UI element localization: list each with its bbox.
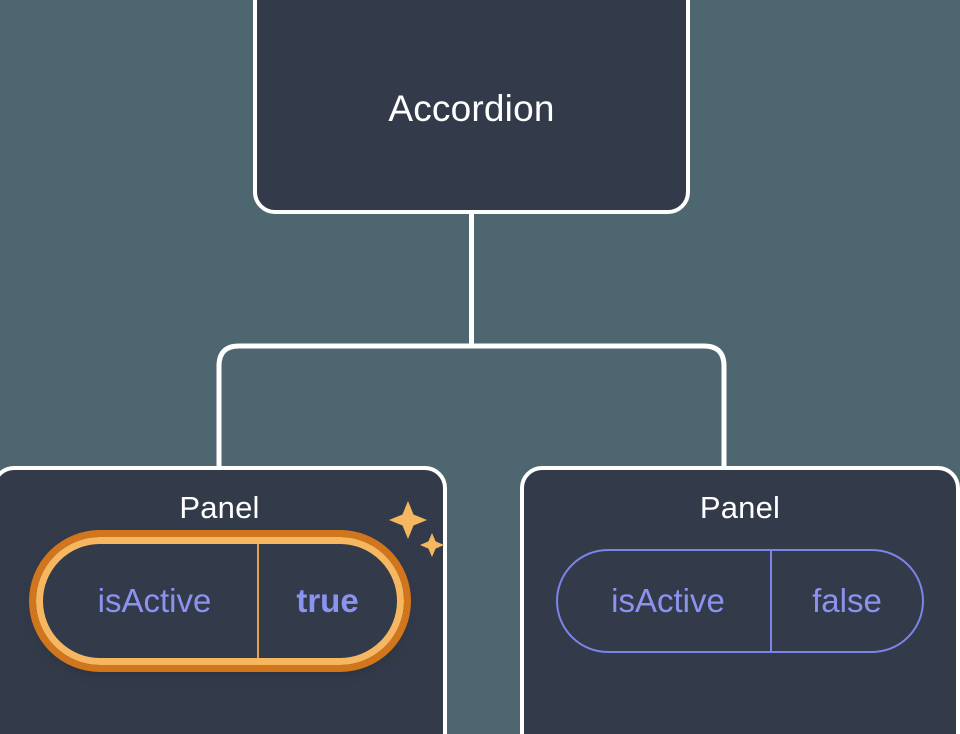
node-panel-left[interactable]: Panel isActive true: [0, 466, 447, 734]
prop-key-label: isActive: [97, 582, 212, 619]
prop-value-label: false: [770, 551, 922, 651]
prop-value-label: true: [256, 544, 397, 658]
node-panel-left-title: Panel: [179, 490, 260, 525]
prop-key-label: isActive: [611, 582, 725, 619]
prop-pill-highlighted-wrapper: isActive true: [28, 501, 444, 672]
node-panel-right[interactable]: Panel isActive false: [520, 466, 960, 734]
node-panel-right-title: Panel: [699, 490, 781, 525]
node-accordion[interactable]: Accordion: [253, 0, 690, 214]
node-accordion-title: Accordion: [388, 87, 555, 129]
prop-pill-isactive-true[interactable]: isActive true: [28, 530, 411, 672]
prop-pill-isactive-false[interactable]: isActive false: [556, 549, 924, 653]
